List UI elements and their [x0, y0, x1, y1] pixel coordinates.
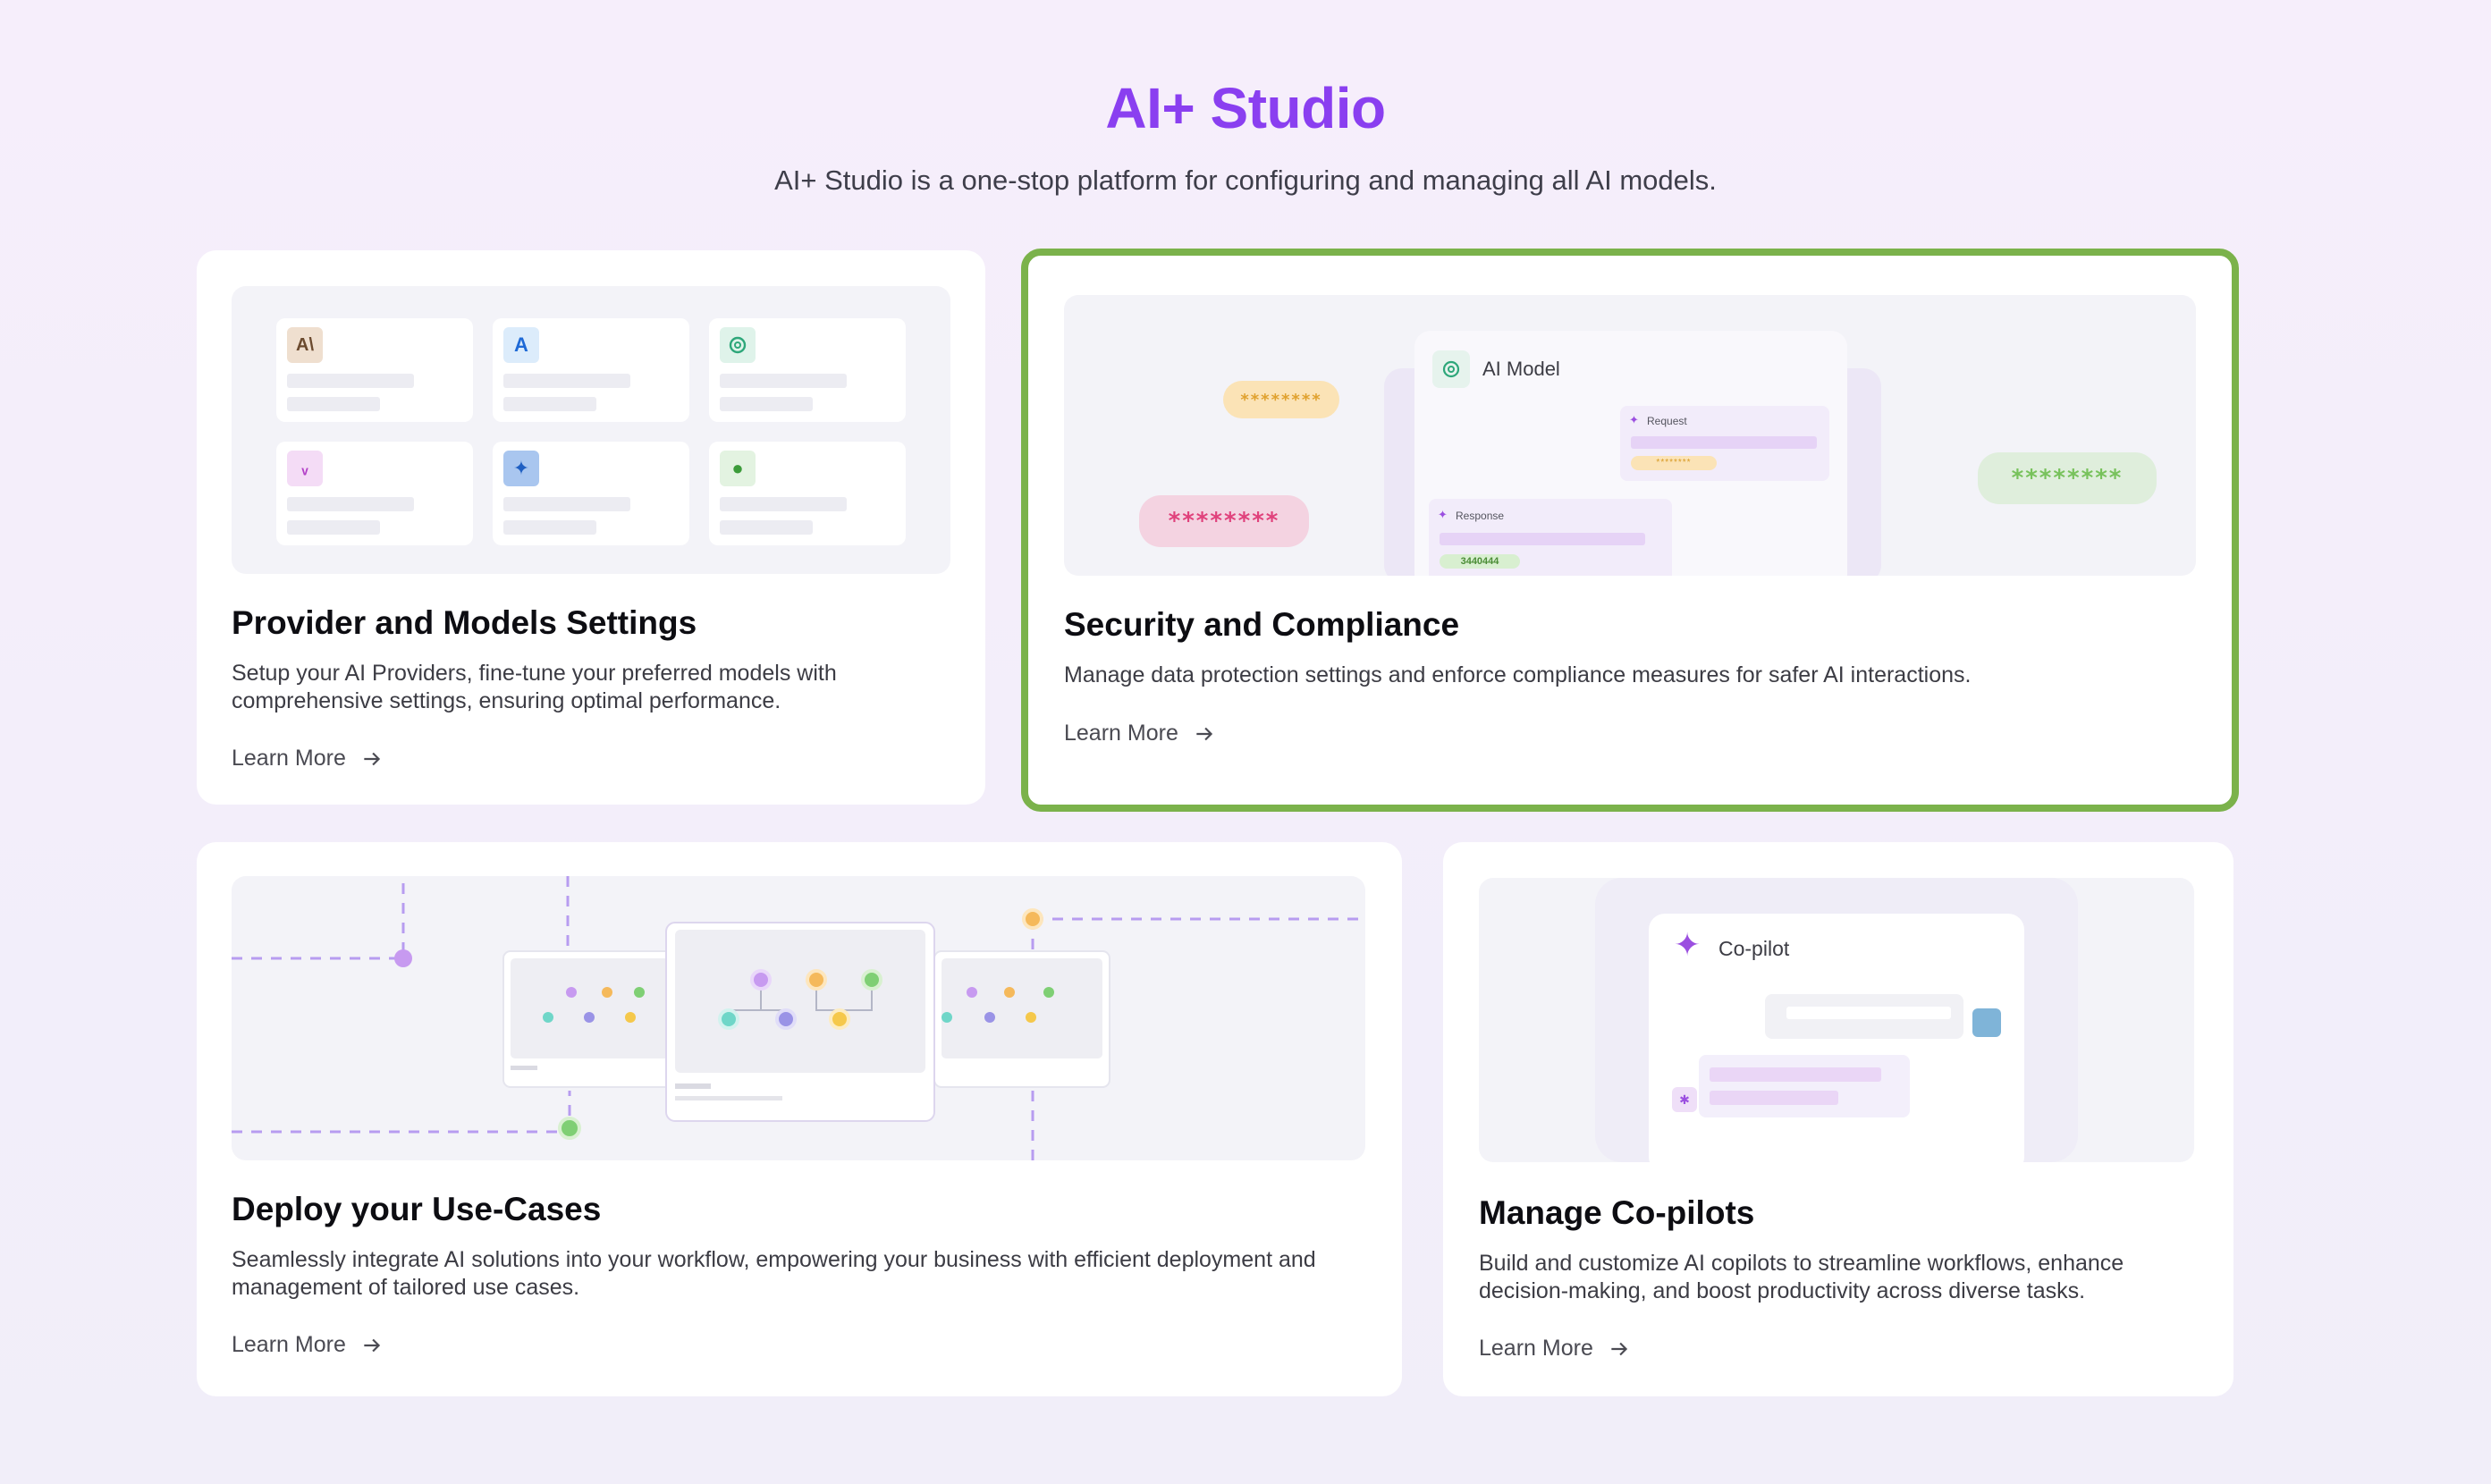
user-message — [1765, 994, 1963, 1039]
provider-tile: A\ — [276, 318, 473, 422]
anthropic-icon: A\ — [287, 327, 323, 363]
ai-model-panel: AI Model ✦ Request ******** ✦ Response 3… — [1414, 331, 1847, 576]
card-deploy-use-cases[interactable]: Deploy your Use-Cases Seamlessly integra… — [197, 842, 1402, 1396]
request-label: Request — [1647, 415, 1687, 427]
masked-request-value: ******** — [1631, 456, 1717, 470]
sparkle-icon: ✦ — [1438, 508, 1448, 521]
provider-tile — [709, 318, 906, 422]
provider-tile: A — [493, 318, 689, 422]
sparkle-icon: ✦ — [1629, 413, 1639, 426]
card-description: Manage data protection settings and enfo… — [1064, 662, 1972, 687]
card-description: Seamlessly integrate AI solutions into y… — [232, 1247, 1316, 1300]
learn-more-link[interactable]: Learn More — [1479, 1336, 1631, 1362]
card-description: Setup your AI Providers, fine-tune your … — [232, 661, 837, 713]
ai-model-label: AI Model — [1482, 358, 1560, 380]
response-label: Response — [1456, 510, 1505, 522]
sparkle-icon: ✦ — [1674, 926, 1701, 963]
learn-more-label: Learn More — [232, 746, 346, 771]
masked-pill-yellow: ******** — [1223, 381, 1339, 418]
copilot-label: Co-pilot — [1718, 937, 1790, 960]
copilot-illustration: ✦ Co-pilot ✱ — [1479, 878, 2194, 1162]
page-header: AI+ Studio AI+ Studio is a one-stop plat… — [0, 75, 2491, 197]
response-box: ✦ Response 3440444 — [1429, 499, 1672, 576]
learn-more-link[interactable]: Learn More — [232, 1332, 384, 1358]
card-title: Deploy your Use-Cases — [232, 1191, 602, 1227]
openai-icon — [1432, 350, 1470, 388]
response-value: 3440444 — [1440, 554, 1520, 569]
arrow-right-icon — [1196, 727, 1212, 740]
provider-tile: ● — [709, 442, 906, 545]
learn-more-link[interactable]: Learn More — [1064, 721, 1216, 746]
provider-tile: ᵥ — [276, 442, 473, 545]
azure-icon: A — [503, 327, 539, 363]
card-description: Build and customize AI copilots to strea… — [1479, 1251, 2124, 1303]
workflow-diagram — [232, 876, 1365, 1160]
card-title: Provider and Models Settings — [232, 604, 697, 641]
card-provider-models[interactable]: A\ A ᵥ ✦ ● Provider and Models Settings … — [197, 250, 985, 805]
arrow-right-icon — [1611, 1342, 1627, 1355]
mistral-icon: ᵥ — [287, 451, 323, 486]
page-title: AI+ Studio — [1105, 76, 1386, 140]
bot-message — [1699, 1055, 1910, 1117]
masked-pill-pink: ******** — [1139, 495, 1309, 547]
arrow-right-icon — [364, 752, 380, 765]
provider-tile: ✦ — [493, 442, 689, 545]
bot-avatar-icon: ✱ — [1672, 1087, 1697, 1112]
request-box: ✦ Request ******** — [1620, 406, 1829, 481]
user-avatar — [1972, 1008, 2001, 1037]
arrow-right-icon — [364, 1338, 380, 1352]
security-illustration: AI Model ✦ Request ******** ✦ Response 3… — [1064, 295, 2196, 576]
card-title: Manage Co-pilots — [1479, 1194, 1755, 1231]
card-manage-copilots[interactable]: ✦ Co-pilot ✱ Manage Co-pilots Build and … — [1443, 842, 2233, 1396]
deploy-illustration — [232, 876, 1365, 1160]
learn-more-label: Learn More — [1479, 1336, 1593, 1361]
openai-icon — [720, 327, 756, 363]
masked-pill-green: ******** — [1978, 452, 2157, 504]
learn-more-label: Learn More — [1064, 721, 1178, 746]
card-security-compliance[interactable]: AI Model ✦ Request ******** ✦ Response 3… — [1021, 249, 2239, 812]
card-title: Security and Compliance — [1064, 606, 1460, 643]
copilot-panel: ✦ Co-pilot ✱ — [1649, 914, 2024, 1162]
providers-illustration: A\ A ᵥ ✦ ● — [232, 286, 950, 574]
learn-more-link[interactable]: Learn More — [232, 746, 384, 772]
android-icon: ● — [720, 451, 756, 486]
gemini-icon: ✦ — [503, 451, 539, 486]
learn-more-label: Learn More — [232, 1332, 346, 1357]
page-subtitle: AI+ Studio is a one-stop platform for co… — [774, 164, 1717, 196]
